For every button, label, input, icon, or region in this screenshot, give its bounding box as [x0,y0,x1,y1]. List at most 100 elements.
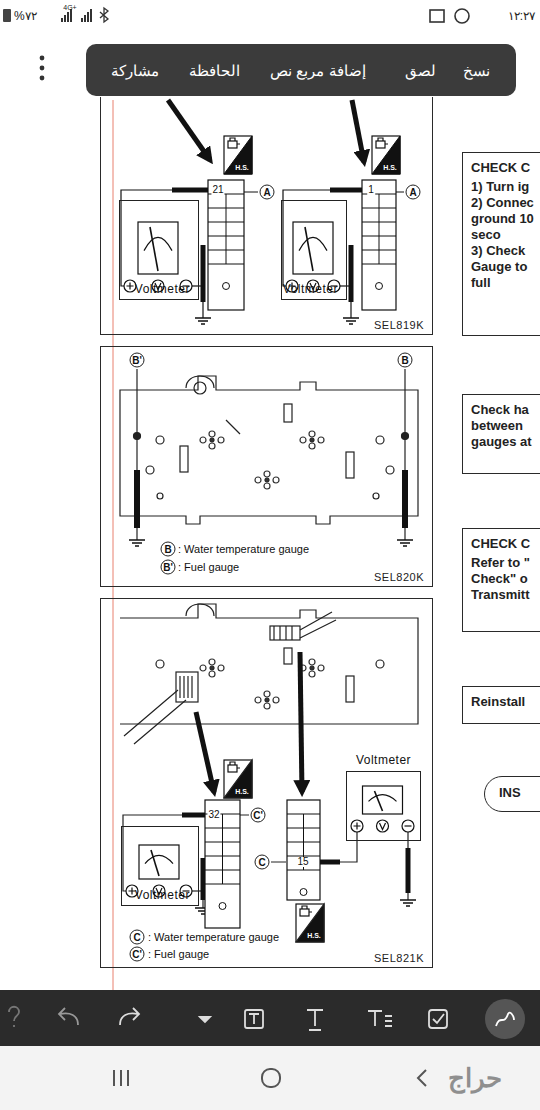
figure-sel821k-part [300,652,302,792]
legend-note: : Water temperature gauge [178,544,309,555]
figure-sel819k-part [343,318,359,324]
figure-sel821k-part [182,813,205,818]
toolbar-popup [40,44,516,96]
voltmeter-symbol-part [151,850,159,876]
figure-sel819k-part [396,192,404,193]
figure-sel821k-part [340,832,357,862]
figure-sel820k-part [180,446,188,472]
voltmeter-symbol-part [127,283,134,290]
figure-sel820k-part [402,470,408,528]
box-heading: CHECK C [471,160,540,176]
terminal-box: INS [484,776,540,812]
menu-item: مشاركة [111,63,159,78]
hs-symbol-text: H.S. [235,788,249,795]
editor-toolbar [0,990,540,1046]
menu-item: نسخ [463,63,490,78]
voltmeter-symbol-part [129,888,136,895]
figure-sel821k-part [407,893,408,900]
figure-sel821k-part [274,626,292,640]
box-text: 1) Turn ig [471,179,540,195]
callout-letter: C' [130,947,145,962]
editor-toolbar-part-part [433,1014,444,1023]
figure-panel: SEL821KVoltmeterVoltmeter [100,598,433,968]
callout-letter: A [406,185,421,200]
figure-sel821k-part [300,659,324,677]
voltmeter-box: Voltmeter [281,200,347,300]
callout-letter: A [260,185,275,200]
editor-toolbar-part [496,1013,514,1026]
figure-sel819k-part [330,188,362,193]
status-bar-part [455,9,469,23]
voltmeter-symbol-part [380,823,386,830]
box-heading: Voltmeter [135,888,190,902]
hs-symbol-text: H.S. [383,164,397,171]
pin-number: 32 [207,810,220,820]
voltmeter-box: Voltmeter [119,200,199,300]
figure-sel819k [121,100,404,324]
status-bar-part [62,9,91,22]
connector-grid [362,180,396,310]
status-text: ١٢:٢٧ [508,10,535,22]
figure-sel820k-part [376,436,384,444]
figure-sel821k [120,604,418,942]
voltmeter-symbol-part [293,222,333,274]
connector-grid-part [226,194,227,264]
nav-bar-part [418,1070,426,1086]
figure-sel821k-part [376,660,384,668]
editor-toolbar-part-part [200,1017,210,1022]
voltmeter-symbol-part [139,845,179,879]
status-bar-part [100,8,108,22]
voltmeter-symbol-part [124,280,136,292]
figure-sel821k-part [124,690,186,744]
connector-grid-part [208,180,244,310]
figure-sel821k-part [300,612,336,638]
watermark: حراج [448,1065,502,1091]
figure-sel820k-part [194,382,206,394]
editor-toolbar-part-part [368,1011,392,1026]
voltmeter-symbol [286,222,340,292]
figure-sel820k-part [397,540,413,546]
procedure-box: Reinstall [462,686,540,724]
box-heading: SEL819K [374,319,424,331]
figure-sel821k-part [224,760,252,798]
status-text: 4G+ [63,4,76,11]
figure-sel820k-part [226,420,240,434]
voltmeter-symbol-part [405,825,412,826]
figure-sel820k [120,369,418,546]
figure-sel821k-part [240,815,249,816]
figure-sel819k-part [224,136,252,174]
hs-symbol-text: H.S. [307,932,321,939]
figure-sel820k-part [134,470,140,528]
figure-sel821k-part [186,604,214,616]
editor-toolbar-part-part [307,1010,323,1030]
connector-grid-part [287,800,320,900]
toolbar-popup-part [40,56,45,61]
connector-grid [208,180,244,310]
status-bar-part [3,9,11,22]
voltmeter-symbol-part [144,237,172,250]
box-heading: Voltmeter [283,282,338,296]
pin-number: 1 [367,185,375,195]
figure-sel819k-part [202,302,203,318]
procedure-box: Check ha between gauges at [462,394,540,474]
callout-letter: C [130,930,145,945]
connector-grid-part [223,283,230,290]
editor-toolbar-part-part [245,1010,263,1028]
box-heading: SEL820K [374,571,424,583]
connector-grid-part [222,814,223,884]
box-heading: CHECK C [471,536,540,552]
box-text: 3) Check Gauge to full [471,243,540,291]
figure-sel820k-part [284,404,292,422]
figure-sel819k-part [352,100,364,162]
editor-toolbar-part [485,999,525,1039]
voltmeter-box: Voltmeter [346,771,421,841]
figure-sel821k-part [271,862,286,863]
nav-bar-part [0,1046,540,1110]
figure-sel820k-part [120,376,418,524]
generated-figure-parts [124,180,414,928]
procedure-box: CHECK CRefer to " Check" o Transmitt [462,528,540,632]
figure-sel819k-part [244,192,258,193]
figure-sel819k-part [350,302,351,318]
callout-letter: B [398,353,413,368]
